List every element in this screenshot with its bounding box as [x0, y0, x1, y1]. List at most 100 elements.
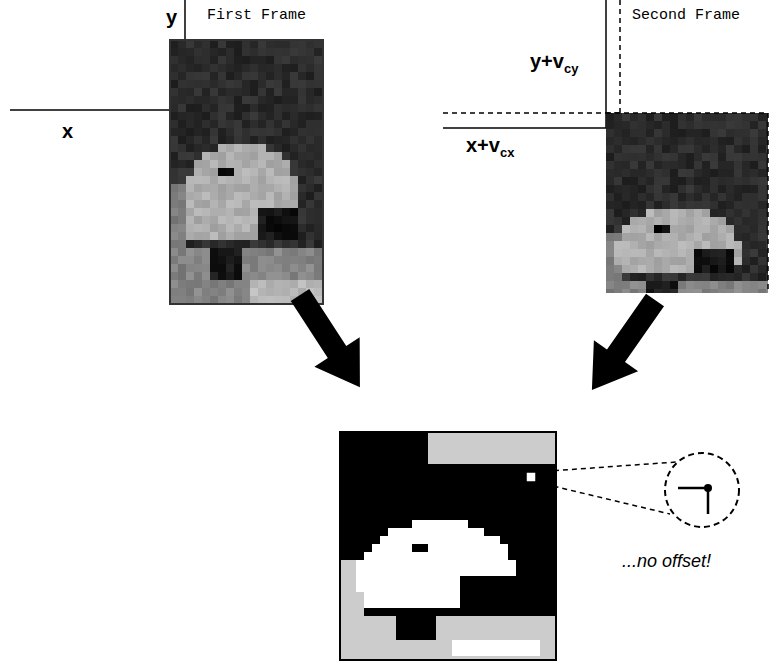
pixel	[476, 504, 484, 512]
result-border	[340, 432, 556, 660]
pixel	[492, 536, 500, 544]
pixel	[298, 64, 306, 72]
pixel	[460, 440, 468, 448]
pixel	[436, 472, 444, 480]
pixel	[540, 632, 548, 640]
pixel	[282, 152, 290, 160]
pixel	[726, 281, 734, 289]
pixel	[654, 201, 662, 209]
pixel	[452, 520, 460, 528]
pixel	[638, 265, 646, 273]
pixel	[388, 440, 396, 448]
pixel	[468, 464, 476, 472]
pixel	[194, 200, 202, 208]
pixel	[638, 225, 646, 233]
pixel	[306, 160, 314, 168]
pixel	[364, 632, 372, 640]
pixel	[484, 480, 492, 488]
pixel	[404, 448, 412, 456]
pixel	[258, 280, 266, 288]
pixel	[540, 472, 548, 480]
pixel	[508, 488, 516, 496]
pixel	[242, 248, 250, 256]
pixel	[686, 161, 694, 169]
pixel	[274, 64, 282, 72]
pixel	[420, 576, 428, 584]
pixel	[444, 624, 452, 632]
pixel	[242, 264, 250, 272]
pixel	[476, 632, 484, 640]
pixel	[436, 632, 444, 640]
pixel	[630, 249, 638, 257]
pixel	[742, 193, 750, 201]
pixel	[548, 488, 556, 496]
pixel	[388, 472, 396, 480]
pixel	[524, 432, 532, 440]
flow-arrow	[277, 280, 382, 402]
pixel	[516, 624, 524, 632]
pixel	[178, 152, 186, 160]
pixel	[356, 520, 364, 528]
pixel	[202, 288, 210, 296]
pixel	[476, 608, 484, 616]
pixel	[202, 104, 210, 112]
pixel	[194, 48, 202, 56]
pixel	[524, 576, 532, 584]
pixel	[452, 480, 460, 488]
pixel	[348, 504, 356, 512]
pixel	[242, 40, 250, 48]
axis-line	[605, 0, 607, 128]
pixel	[194, 208, 202, 216]
pixel	[348, 536, 356, 544]
pixel	[500, 504, 508, 512]
pixel	[548, 520, 556, 528]
pixel	[306, 224, 314, 232]
pixel	[622, 177, 630, 185]
pixel	[250, 144, 258, 152]
pixel	[234, 216, 242, 224]
pixel	[548, 624, 556, 632]
pixel	[622, 217, 630, 225]
pixel	[194, 120, 202, 128]
pixel	[444, 568, 452, 576]
pixel	[356, 616, 364, 624]
pixel	[258, 264, 266, 272]
pixel	[686, 265, 694, 273]
pixel	[750, 161, 758, 169]
pixel	[742, 161, 750, 169]
pixel	[356, 640, 364, 648]
pixel	[516, 504, 524, 512]
pixel	[340, 632, 348, 640]
pixel	[436, 624, 444, 632]
pixel	[678, 201, 686, 209]
pixel	[170, 240, 178, 248]
pixel	[170, 64, 178, 72]
pixel	[460, 448, 468, 456]
pixel	[750, 241, 758, 249]
pixel	[420, 448, 428, 456]
pixel	[202, 112, 210, 120]
pixel	[678, 129, 686, 137]
pixel	[242, 64, 250, 72]
pixel	[314, 272, 322, 280]
pixel	[242, 152, 250, 160]
pixel	[266, 152, 274, 160]
pixel	[638, 281, 646, 289]
pixel	[266, 216, 274, 224]
pixel	[750, 153, 758, 161]
pixel	[396, 456, 404, 464]
pixel	[460, 584, 468, 592]
pixel	[314, 56, 322, 64]
pixel	[686, 273, 694, 281]
pixel	[210, 152, 218, 160]
pixel	[396, 560, 404, 568]
pixel	[734, 185, 742, 193]
pixel	[630, 265, 638, 273]
pixel	[420, 480, 428, 488]
pixel	[516, 608, 524, 616]
pixel	[516, 480, 524, 488]
pixel	[428, 536, 436, 544]
pixel	[548, 544, 556, 552]
pixel	[726, 153, 734, 161]
pixel	[266, 200, 274, 208]
